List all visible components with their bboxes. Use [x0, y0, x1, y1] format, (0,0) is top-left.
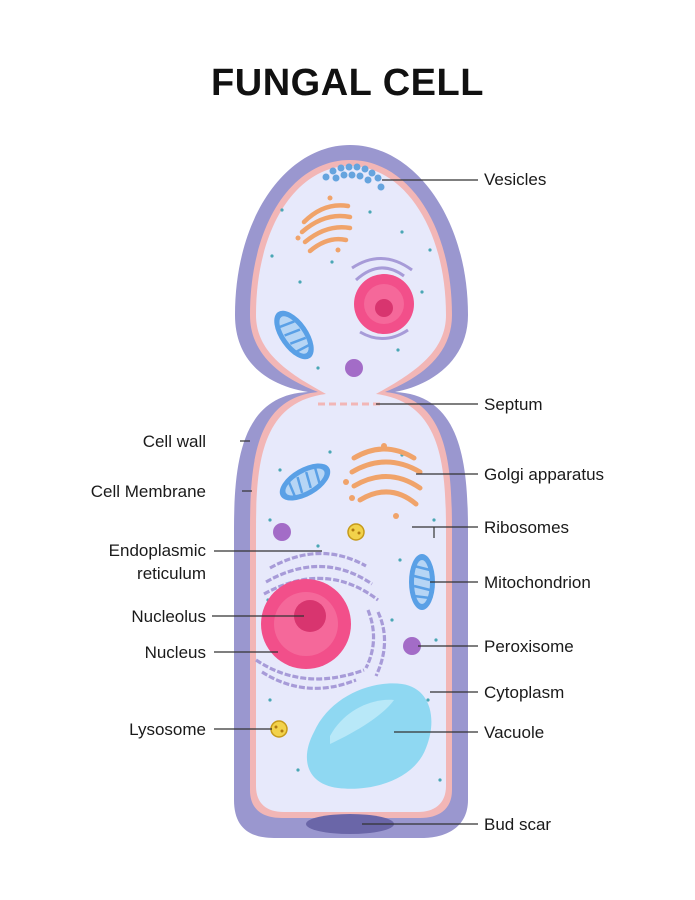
- figure-title: FUNGAL CELL: [211, 62, 484, 104]
- label-vesicles: Vesicles: [484, 170, 547, 189]
- label-ribosomes: Ribosomes: [484, 518, 570, 537]
- golgi-upper-shape: [295, 195, 353, 254]
- lysosome-mid-shape: [347, 523, 365, 541]
- ribosome-dots: [266, 208, 442, 782]
- label-golgi-apparatus: Golgi apparatus: [484, 465, 605, 484]
- nucleus-upper-shape: [351, 257, 414, 340]
- lysosome-shape: [270, 720, 288, 738]
- nucleus-lower-shape: [261, 579, 351, 669]
- vesicles-shape: [322, 163, 385, 191]
- label-cytoplasm: Cytoplasm: [484, 683, 565, 702]
- label-mitochondrion: Mitochondrion: [484, 573, 591, 592]
- vacuole-highlight: [330, 699, 394, 744]
- label-endoplasmic-reticulum-line2: reticulum: [137, 564, 206, 583]
- label-endoplasmic-reticulum-line1: Endoplasmic: [108, 541, 206, 560]
- label-vacuole: Vacuole: [484, 723, 545, 742]
- label-peroxisome: Peroxisome: [484, 637, 574, 656]
- label-septum: Septum: [484, 395, 543, 414]
- label-nucleolus: Nucleolus: [131, 607, 206, 626]
- label-nucleus: Nucleus: [144, 643, 206, 662]
- bud-scar-shape: [306, 814, 394, 834]
- mitochondrion-lower-right-shape: [409, 554, 435, 610]
- label-cell-membrane: Cell Membrane: [90, 482, 206, 501]
- peroxisome-left-shape: [273, 523, 291, 541]
- label-bud-scar: Bud scar: [484, 815, 552, 834]
- vacuole-shape: [306, 683, 432, 789]
- peroxisome-upper-shape: [345, 359, 363, 377]
- mitochondrion-lower-left-shape: [279, 463, 331, 501]
- leader-lines: [212, 179, 478, 825]
- golgi-lower-shape: [343, 443, 423, 519]
- peroxisome-right-shape: [403, 637, 421, 655]
- endoplasmic-reticulum-shape: [255, 551, 387, 690]
- mitochondrion-upper-shape: [274, 310, 314, 360]
- label-lysosome: Lysosome: [129, 720, 206, 739]
- label-cell-wall: Cell wall: [142, 432, 206, 451]
